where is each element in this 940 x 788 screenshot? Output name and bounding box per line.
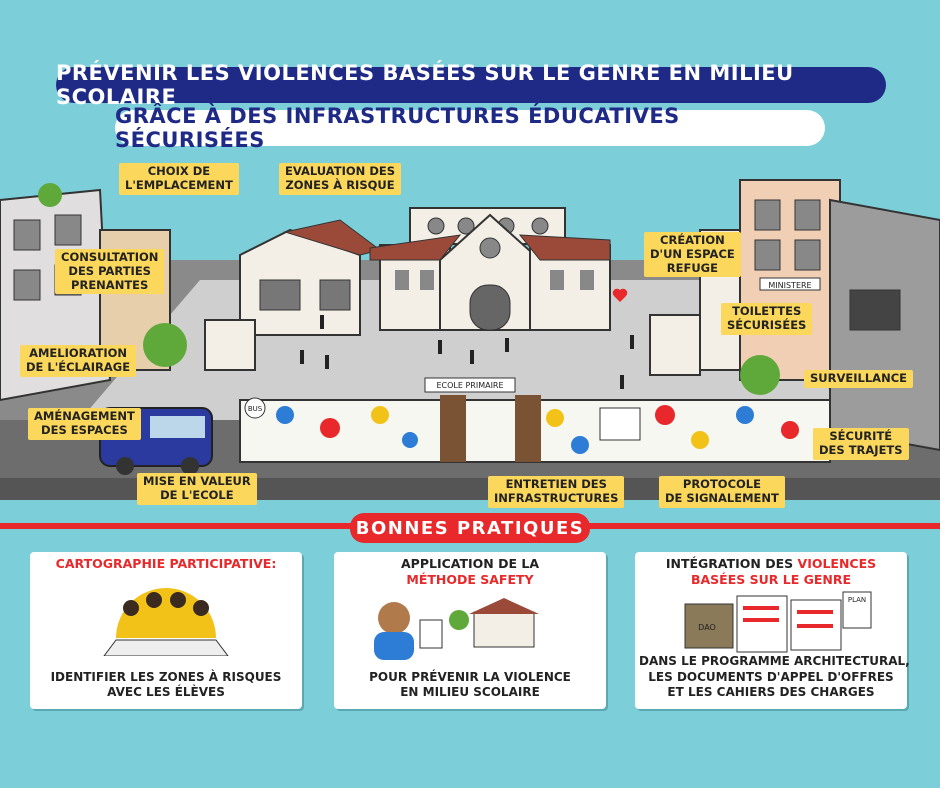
school-sign-text: ECOLE PRIMAIRE (436, 381, 503, 390)
safety-method-illustration (374, 598, 539, 660)
label-protocole: PROTOCOLE DE SIGNALEMENT (659, 476, 785, 508)
label-mise-en-valeur: MISE EN VALEUR DE L'ECOLE (137, 473, 257, 505)
wc-hut-left (204, 319, 256, 371)
gate-door (515, 395, 541, 462)
signal-board (599, 407, 641, 441)
label-entretien: ENTRETIEN DES INFRASTRUCTURES (488, 476, 625, 508)
card-1-body: IDENTIFIER LES ZONES À RISQUES AVEC LES … (50, 669, 282, 700)
school-sign (424, 377, 516, 393)
label-securite-trajets: SÉCURITÉ DES TRAJETS (813, 428, 909, 460)
school-scene-illustration: MINISTERE ECOLE PRIMAIRE BUS (0, 179, 940, 500)
card-2-heading-line-2: MÉTHODE SAFETY (406, 571, 534, 587)
plan-text: PLAN (848, 596, 866, 604)
wall-flowers (276, 405, 799, 454)
card-methode-safety: APPLICATION DE LA MÉTHODE SAFETY POUR PR… (334, 552, 606, 709)
title-line-1: PRÉVENIR LES VIOLENCES BASÉES SUR LE GEN… (56, 61, 886, 109)
label-creation-espace-refuge: CRÉATION D'UN ESPACE REFUGE (644, 232, 741, 278)
label-amenagement: AMÉNAGEMENT DES ESPACES (28, 408, 141, 440)
bus-stop-sign (244, 397, 266, 419)
card-3-heading-black: INTÉGRATION DES (665, 556, 794, 571)
card-3-body: DANS LE PROGRAMME ARCHITECTURAL, LES DOC… (639, 654, 910, 700)
bus-sign-text: BUS (248, 405, 263, 413)
label-eclairage: AMELIORATION DE L'ÉCLAIRAGE (20, 345, 137, 377)
card-2-heading: APPLICATION DE LA MÉTHODE SAFETY (334, 556, 606, 587)
title-line-2: GRÂCE À DES INFRASTRUCTURES ÉDUCATIVES S… (115, 104, 825, 152)
wc-hut-right (649, 314, 701, 376)
tree (143, 323, 187, 367)
card-3-heading-line-2: BASÉES SUR LE GENRE (690, 571, 852, 587)
label-consultation: CONSULTATION DES PARTIES PRENANTES (55, 249, 165, 295)
card-integration-vbg: INTÉGRATION DES VIOLENCES BASÉES SUR LE … (635, 552, 910, 709)
left-school-building (239, 219, 382, 336)
tree (740, 355, 780, 395)
card-1-heading: CARTOGRAPHIE PARTICIPATIVE: (55, 556, 277, 571)
ministere-sign: MINISTERE (768, 281, 811, 290)
people (300, 315, 634, 389)
tree (38, 183, 62, 207)
main-school-building (369, 207, 628, 331)
card-2-body: POUR PRÉVENIR LA VIOLENCE EN MILIEU SCOL… (369, 669, 571, 700)
card-3-heading-red: VIOLENCES (797, 556, 877, 571)
gate-door (440, 395, 466, 462)
card-2-heading-line-1: APPLICATION DE LA (400, 556, 539, 571)
card-3-heading: INTÉGRATION DES VIOLENCES BASÉES SUR LE … (635, 556, 907, 587)
label-choix-emplacement: CHOIX DE L'EMPLACEMENT (119, 163, 239, 195)
dao-text: DAO (698, 623, 716, 632)
card-cartographie: CARTOGRAPHIE PARTICIPATIVE: IDENTIFIER L… (30, 552, 302, 709)
label-surveillance: SURVEILLANCE (804, 370, 913, 388)
students-mapping-illustration (103, 588, 229, 656)
section-title: BONNES PRATIQUES (350, 513, 590, 543)
documents-illustration: DAO PLAN (684, 591, 872, 653)
heart-icon (612, 288, 628, 302)
label-toilettes: TOILETTES SÉCURISÉES (721, 303, 813, 335)
label-evaluation-zones: EVALUATION DES ZONES À RISQUE (279, 163, 401, 195)
